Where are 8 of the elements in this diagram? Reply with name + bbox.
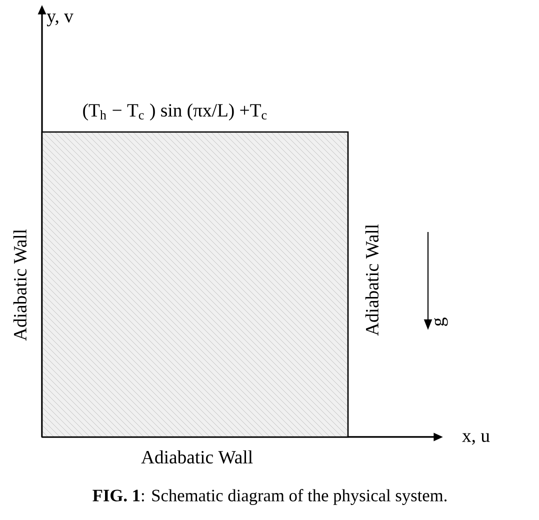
wall-label: Adiabatic Wall <box>365 224 379 336</box>
wall-label: Adiabatic Wall <box>141 450 253 464</box>
boundary-condition: (T$_{h}$ − T$_{c}$ ) sin (πx/L) +T$_{c}$ <box>83 104 267 120</box>
axis-label: x, u <box>462 433 490 445</box>
wall-label: Adiabatic Wall <box>13 229 27 341</box>
axis-label: y, v <box>46 14 74 26</box>
gravity-label: g <box>434 318 448 326</box>
caption: FIG. 1: Schematic diagram of the physical system. <box>92 489 447 505</box>
